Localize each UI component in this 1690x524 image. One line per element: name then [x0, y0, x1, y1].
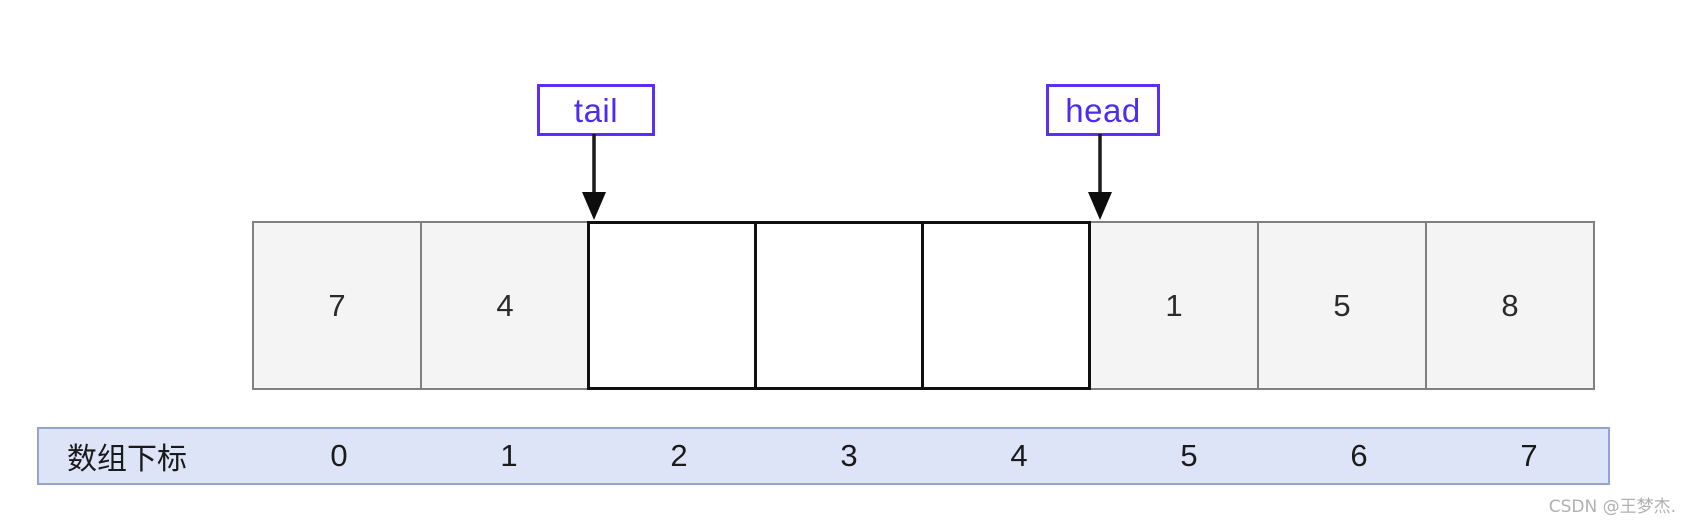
array-index-value: 0 [330, 438, 348, 473]
pointer-label-tail-text: tail [573, 91, 619, 129]
array-cell-value: 1 [1165, 287, 1183, 323]
watermark-text: CSDN @王梦杰. [1548, 497, 1676, 517]
array-cell: 1 [1089, 221, 1259, 390]
array-cell-value: 8 [1501, 287, 1519, 323]
pointer-label-head: head [1046, 84, 1160, 136]
array-index-value: 6 [1350, 438, 1368, 473]
array-cell-value: 4 [496, 287, 514, 323]
array-cell-empty [587, 221, 757, 390]
array-cell: 5 [1257, 221, 1427, 390]
array-index-value: 7 [1520, 438, 1538, 473]
pointer-label-head-text: head [1065, 91, 1141, 129]
array-index-value: 1 [500, 438, 518, 473]
array-cell-empty [754, 221, 924, 390]
array-index-value: 3 [840, 438, 858, 473]
array-cells-row: 7 4 1 5 8 [252, 221, 1595, 390]
array-cell: 4 [420, 221, 590, 390]
array-index-value: 5 [1180, 438, 1198, 473]
tail-arrow-icon [582, 134, 606, 220]
pointer-label-tail: tail [537, 84, 655, 136]
array-index-bar: 数组下标 0 1 2 3 4 5 6 7 [37, 427, 1610, 485]
array-cell: 8 [1425, 221, 1595, 390]
array-index-value: 2 [670, 438, 688, 473]
array-cell: 7 [252, 221, 422, 390]
array-cell-value: 7 [328, 287, 346, 323]
array-index-value: 4 [1010, 438, 1028, 473]
array-cell-value: 5 [1333, 287, 1351, 323]
array-index-bar-label: 数组下标 [67, 442, 187, 477]
head-arrow-icon [1088, 134, 1112, 220]
array-cell-empty [921, 221, 1091, 390]
